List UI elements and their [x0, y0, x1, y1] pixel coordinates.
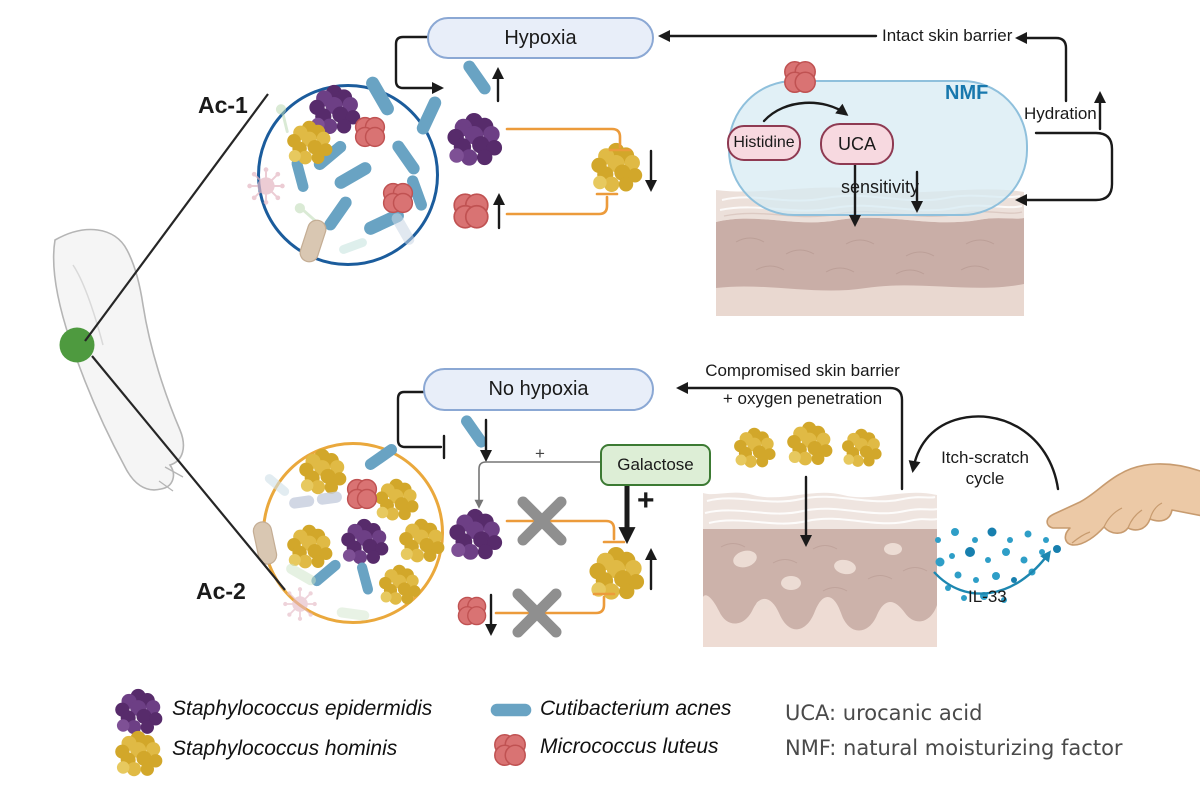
blocked-x-marks	[512, 496, 567, 638]
c-acnes-rod	[413, 93, 444, 137]
m-luteus-tetrad	[344, 476, 380, 512]
hydration-label: Hydration	[1024, 104, 1097, 123]
s-hominis-node-top	[590, 142, 644, 196]
ac2-label: Ac-2	[196, 578, 246, 604]
compromised-skin-illustration	[703, 492, 937, 647]
s-epidermidis-node-top	[446, 112, 504, 170]
no-hypoxia-label: No hypoxia	[488, 378, 589, 400]
c-acnes-rod-no-hypoxia	[457, 412, 491, 452]
galactose-box: Galactose	[600, 444, 711, 486]
oxygen-penetration-label: + oxygen penetration	[722, 389, 883, 408]
m-luteus-on-nmf	[781, 58, 819, 96]
il33-label: IL-33	[968, 587, 1007, 606]
s-hominis-cluster	[286, 120, 334, 168]
legend-icon-s-hominis	[114, 730, 164, 780]
histidine-pill: Histidine	[727, 125, 801, 161]
itch-scratch-label-line1: Itch-scratch	[941, 448, 1029, 467]
legend-icon-m-luteus	[491, 731, 529, 769]
sensitivity-label: sensitivity	[841, 177, 920, 197]
legend-label-s-hominis: Staphylococcus hominis	[172, 737, 398, 760]
nmf-label: NMF	[945, 82, 989, 104]
intact-skin-barrier-label: Intact skin barrier	[882, 26, 1013, 45]
legend-label-c-acnes: Cutibacterium acnes	[540, 697, 732, 720]
hypoxia-label: Hypoxia	[504, 26, 577, 49]
m-luteus-node-top	[450, 190, 492, 232]
no-hypoxia-pill: No hypoxia	[423, 368, 654, 411]
s-hominis-invading-2	[786, 421, 834, 469]
plus-small-label: +	[535, 444, 545, 463]
m-luteus-tetrad	[352, 114, 388, 150]
s-epidermidis-node-bottom	[448, 508, 504, 564]
s-hominis-invading-1	[733, 427, 777, 471]
arrow-hydration-to-intact	[1015, 32, 1068, 103]
s-hominis-node-bottom	[588, 546, 646, 604]
arrow-hydration-loop-to-skin	[1015, 131, 1114, 206]
legend-label-m-luteus: Micrococcus luteus	[540, 735, 719, 758]
virus-icon	[282, 586, 318, 622]
plus-bold-label: +	[637, 484, 655, 517]
m-luteus-node-bottom	[455, 594, 489, 628]
itch-scratch-label-line2: cycle	[965, 469, 1005, 488]
arrow-galactose-plus-to-epidermidis	[474, 461, 600, 509]
s-hominis-cluster	[378, 564, 422, 608]
hypoxia-pill: Hypoxia	[427, 17, 654, 59]
inhibition-epidermidis-to-hominis-bottom	[505, 519, 616, 541]
uca-label: UCA	[837, 133, 876, 154]
virus-icon	[246, 166, 286, 206]
ac1-label: Ac-1	[198, 92, 248, 118]
legend-icon-c-acnes	[490, 702, 532, 718]
inhibition-mluteus-to-hominis-top	[505, 195, 609, 216]
legend-abbreviation-nmf: NMF: natural moisturizing factor	[785, 736, 1123, 760]
scratching-hand-illustration	[1046, 463, 1200, 546]
compromised-skin-barrier-label: Compromised skin barrier	[705, 361, 900, 380]
arm-illustration	[52, 228, 185, 492]
sample-site-dot	[59, 327, 95, 363]
legend-abbreviation-uca: UCA: urocanic acid	[785, 701, 983, 725]
uca-pill: UCA	[820, 123, 894, 165]
s-hominis-invading-3	[841, 428, 883, 470]
histidine-label: Histidine	[733, 134, 795, 151]
s-hominis-cluster	[398, 518, 446, 566]
m-luteus-tetrad	[380, 180, 416, 216]
legend-label-s-epidermidis: Staphylococcus epidermidis	[172, 697, 433, 720]
c-acnes-rod-hypoxia	[459, 57, 494, 98]
galactose-label: Galactose	[617, 455, 694, 474]
